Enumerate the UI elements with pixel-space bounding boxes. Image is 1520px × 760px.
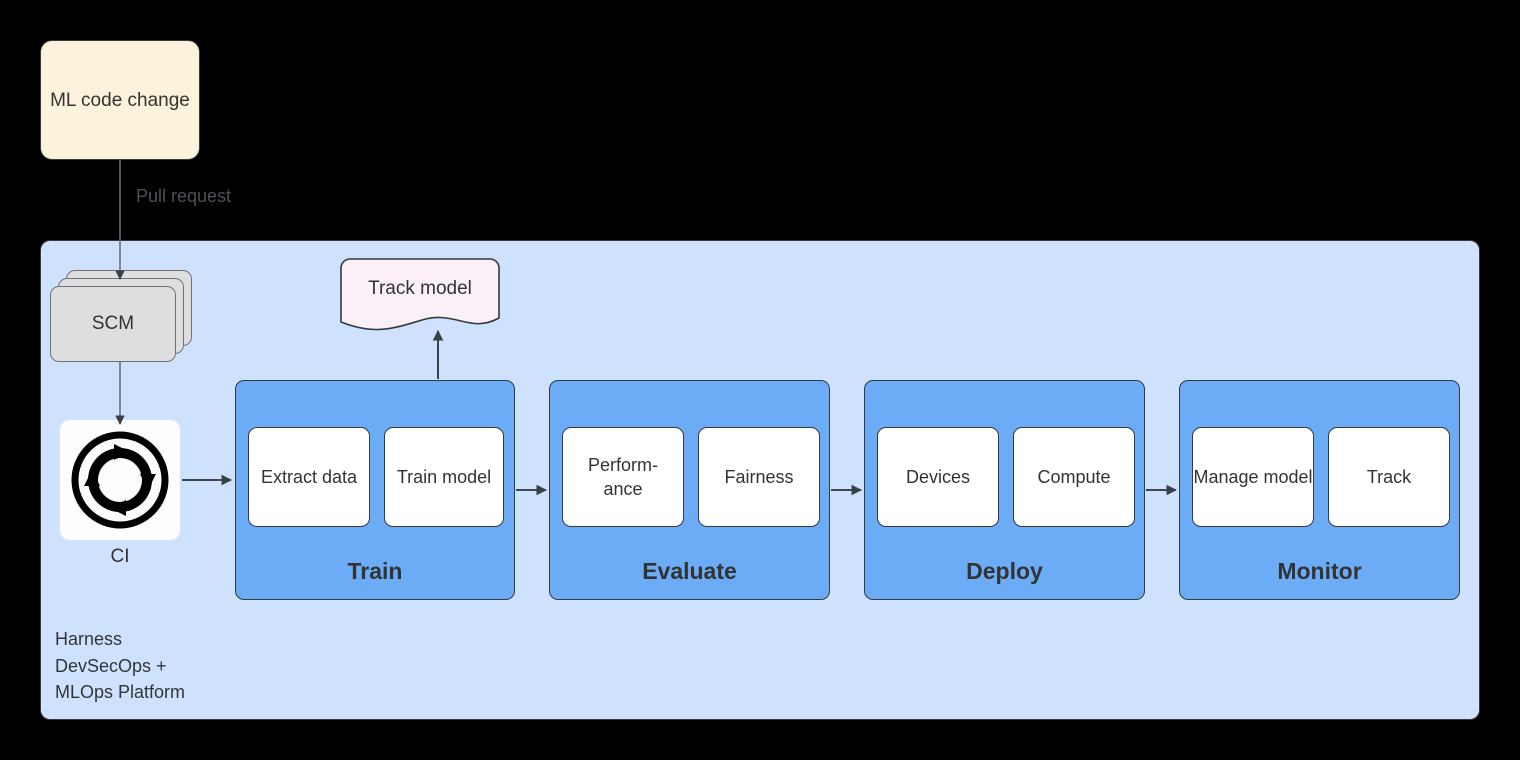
ci-label: CI	[110, 546, 130, 567]
stage-evaluate-item-performance[interactable]: Perform- ance	[562, 427, 684, 527]
stage-deploy[interactable]: Devices Compute Deploy	[864, 380, 1145, 600]
stage-evaluate-item-fairness[interactable]: Fairness	[698, 427, 820, 527]
stage-evaluate-title: Evaluate	[642, 558, 737, 584]
track-model-node[interactable]: Track model	[340, 258, 500, 336]
platform-caption: Harness DevSecOps + MLOps Platform	[55, 629, 186, 702]
stage-train[interactable]: Extract data Train model Train	[235, 380, 515, 600]
stage-evaluate[interactable]: Perform- ance Fairness Evaluate	[549, 380, 830, 600]
ci-node[interactable]	[60, 420, 180, 540]
stage-train-item-extract-data[interactable]: Extract data	[248, 427, 370, 527]
scm-node[interactable]: SCM	[50, 286, 176, 362]
document-shape-icon	[340, 258, 500, 331]
scm-label: SCM	[91, 313, 135, 334]
ml-code-change-node[interactable]: ML code change	[40, 40, 200, 160]
edge-label-pull-request: Pull request	[136, 186, 232, 206]
ci-cycle-icon	[71, 431, 169, 529]
stage-deploy-item-devices[interactable]: Devices	[877, 427, 999, 527]
stage-train-title: Train	[347, 558, 403, 584]
track-model-label: Track model	[368, 278, 472, 299]
stage-train-item-train-model[interactable]: Train model	[384, 427, 504, 527]
stage-monitor-item-track[interactable]: Track	[1328, 427, 1450, 527]
stage-monitor-title: Monitor	[1277, 558, 1362, 584]
ml-code-change-label: ML code change	[50, 89, 190, 111]
stage-deploy-item-compute[interactable]: Compute	[1013, 427, 1135, 527]
stage-monitor-item-manage-model[interactable]: Manage model	[1192, 427, 1314, 527]
stage-deploy-title: Deploy	[966, 558, 1043, 584]
stage-monitor[interactable]: Manage model Track Monitor	[1179, 380, 1460, 600]
